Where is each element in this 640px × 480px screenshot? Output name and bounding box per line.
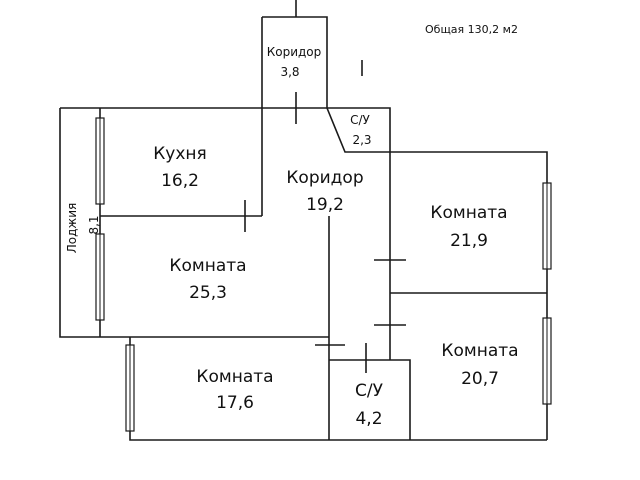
room-area: 4,2 (355, 409, 382, 429)
window (542, 317, 552, 405)
room-area: 8,1 (87, 215, 101, 234)
room-name: С/У (350, 113, 370, 127)
room-area: 16,2 (161, 171, 199, 191)
room-area: 19,2 (306, 195, 344, 215)
room-area: 21,9 (450, 231, 488, 251)
room-name: Кухня (153, 144, 207, 164)
walls (59, 16, 548, 441)
window (125, 344, 135, 432)
window (95, 233, 105, 321)
room-name: Комната (430, 203, 507, 223)
room-name: Комната (169, 256, 246, 276)
room-left: Комната 25,3 (169, 256, 246, 303)
room-wc-bottom: С/У 4,2 (355, 381, 384, 429)
room-corridor-top: Коридор 3,8 (267, 45, 322, 79)
room-name: Лоджия (65, 203, 79, 254)
room-area: 20,7 (461, 369, 499, 389)
room-wc-top: С/У 2,3 (350, 113, 371, 147)
room-name: С/У (355, 381, 384, 401)
room-name: Комната (441, 341, 518, 361)
total-area-label: Общая 130,2 м2 (425, 23, 518, 36)
room-corridor-main: Коридор 19,2 (286, 168, 363, 215)
room-name: Коридор (286, 168, 363, 188)
room-right-bottom: Комната 20,7 (441, 341, 518, 389)
doors (244, 0, 406, 373)
room-bottom-left: Комната 17,6 (196, 367, 273, 413)
room-right-top: Комната 21,9 (430, 203, 507, 251)
window (95, 117, 105, 205)
room-area: 17,6 (216, 393, 254, 413)
window (542, 182, 552, 270)
room-area: 25,3 (189, 283, 227, 303)
room-loggia: Лоджия 8,1 (65, 203, 101, 254)
room-name: Комната (196, 367, 273, 387)
room-kitchen: Кухня 16,2 (153, 144, 207, 191)
room-name: Коридор (267, 45, 322, 59)
windows (95, 117, 552, 432)
room-area: 2,3 (352, 133, 371, 147)
room-area: 3,8 (280, 65, 299, 79)
